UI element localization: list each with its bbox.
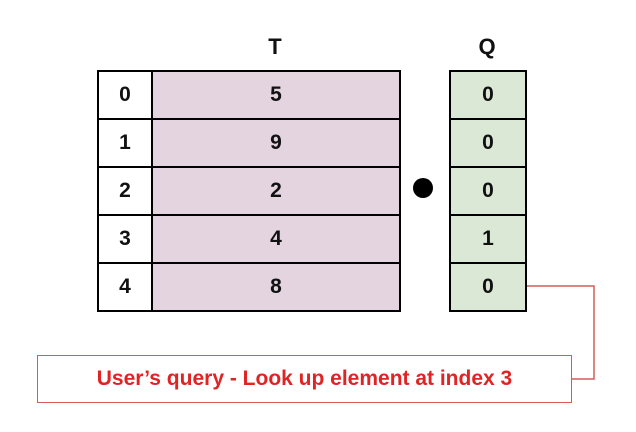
table-t-title: T [268,34,282,59]
table-t: 0 5 1 9 2 2 3 4 4 8 [97,70,401,312]
row-index: 1 [99,120,153,166]
query-cell-row: 0 [451,72,527,120]
table-row: 4 8 [99,264,401,312]
row-value: 9 [153,120,401,166]
query-cell: 0 [451,168,527,214]
query-cell: 0 [451,72,527,118]
dot-product-operator [413,178,433,198]
query-cell-row: 0 [451,264,527,312]
row-value: 4 [153,216,401,262]
query-cell: 0 [451,120,527,166]
query-cell: 0 [451,264,527,310]
query-annotation-text: User’s query - Look up element at index … [96,367,513,390]
query-cell: 1 [451,216,527,262]
query-cell-row: 1 [451,216,527,264]
query-vector: 0 0 0 1 0 [449,70,527,312]
table-row: 2 2 [99,168,401,216]
table-row: 1 9 [99,120,401,168]
row-index: 2 [99,168,153,214]
row-value: 5 [153,72,401,118]
row-value: 8 [153,264,401,310]
row-index: 0 [99,72,153,118]
table-row: 3 4 [99,216,401,264]
row-index: 4 [99,264,153,310]
row-value: 2 [153,168,401,214]
query-annotation-box: User’s query - Look up element at index … [37,355,572,403]
query-vector-title: Q [478,34,496,59]
query-cell-row: 0 [451,120,527,168]
query-cell-row: 0 [451,168,527,216]
row-index: 3 [99,216,153,262]
table-row: 0 5 [99,72,401,120]
